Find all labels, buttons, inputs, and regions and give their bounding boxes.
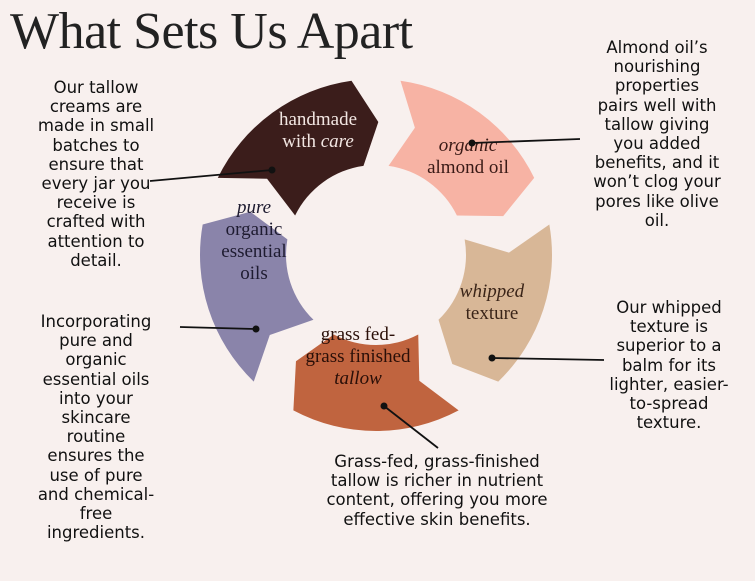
description-line: Almond oil’s (606, 38, 708, 57)
connector-handmade (149, 169, 273, 182)
description-line: Our tallow (53, 78, 139, 97)
segment-label-line: organic (439, 135, 498, 156)
segment-essential-oils (200, 211, 314, 382)
segment-label-line: tallow (334, 368, 382, 389)
description-line: receive is (56, 193, 136, 213)
segment-label-line: almond oil (427, 157, 509, 178)
page-title: What Sets Us Apart (10, 3, 413, 60)
connector-grass-fed-tallow-dot (380, 402, 388, 410)
description-line: free (79, 504, 113, 524)
description-line: every jar you (41, 174, 151, 194)
description-line: Our whipped (616, 298, 722, 317)
description-line: texture is (629, 317, 709, 337)
connector-essential-oils-dot (252, 325, 260, 333)
description-line: ensures the (47, 446, 145, 466)
description-line: you added (613, 134, 701, 154)
segment-label-line: whipped (460, 281, 525, 302)
description-line: benefits, and it (594, 153, 720, 173)
description-line: crafted with (46, 212, 146, 232)
description-line: tallow is richer in nutrient (330, 471, 544, 491)
description-line: into your (59, 388, 133, 408)
description-line: texture. (636, 413, 702, 433)
segment-whipped-texture (438, 224, 552, 382)
description-line: Incorporating (40, 312, 152, 331)
description-line: batches to (52, 135, 140, 155)
description-line: skincare (61, 408, 131, 428)
description-line: effective skin benefits. (343, 509, 531, 529)
description-line: organic (65, 350, 127, 370)
segment-label-line: handmade (279, 109, 357, 130)
description-line: oil. (644, 210, 670, 230)
connector-handmade-dot (268, 166, 276, 174)
description-line: use of pure (49, 465, 143, 485)
description-line: superior to a (616, 336, 722, 356)
description-line: Grass-fed, grass-finished (334, 452, 540, 471)
segment-label-line: essential (221, 241, 286, 262)
description-line: pure and (59, 331, 133, 351)
description-line: creams are (49, 97, 143, 117)
segment-label-line: pure (235, 197, 271, 218)
description-line: made in small (37, 116, 155, 136)
description-line: content, offering you more (326, 490, 548, 510)
segment-handmade (217, 80, 379, 216)
description-line: pairs well with (597, 95, 717, 115)
segment-label-line: with care (282, 131, 354, 152)
description-line: pores like olive (595, 191, 719, 211)
description-line: routine (66, 427, 126, 447)
segment-label-line: texture (466, 303, 519, 324)
description-line: ensure that (48, 154, 144, 174)
connector-whipped-texture-dot (488, 354, 496, 362)
description-line: won’t clog your (593, 172, 721, 192)
description-line: attention to (47, 231, 145, 251)
connector-almond-oil (471, 138, 581, 144)
description-line: ingredients. (46, 523, 146, 543)
connector-almond-oil-dot (468, 139, 476, 147)
description-line: essential oils (42, 369, 150, 389)
description-line: and chemical- (37, 484, 155, 504)
description-line: nourishing (613, 57, 701, 77)
description-line: tallow giving (604, 114, 710, 134)
description-line: lighter, easier- (609, 374, 729, 394)
segment-label-line: grass fed- (321, 324, 395, 345)
segment-label-line: oils (240, 263, 267, 284)
description-line: balm for its (621, 355, 717, 375)
description-line: detail. (70, 250, 122, 270)
segment-label-line: grass finished (305, 346, 411, 367)
segment-label-line: organic (226, 219, 283, 240)
segment-almond-oil (388, 80, 535, 217)
description-line: to-spread (629, 394, 709, 414)
connector-grass-fed-tallow (383, 405, 439, 449)
connector-essential-oils (179, 326, 257, 330)
description-line: properties (614, 76, 700, 96)
segment-grass-fed-tallow (293, 334, 459, 431)
connector-whipped-texture (491, 357, 605, 361)
